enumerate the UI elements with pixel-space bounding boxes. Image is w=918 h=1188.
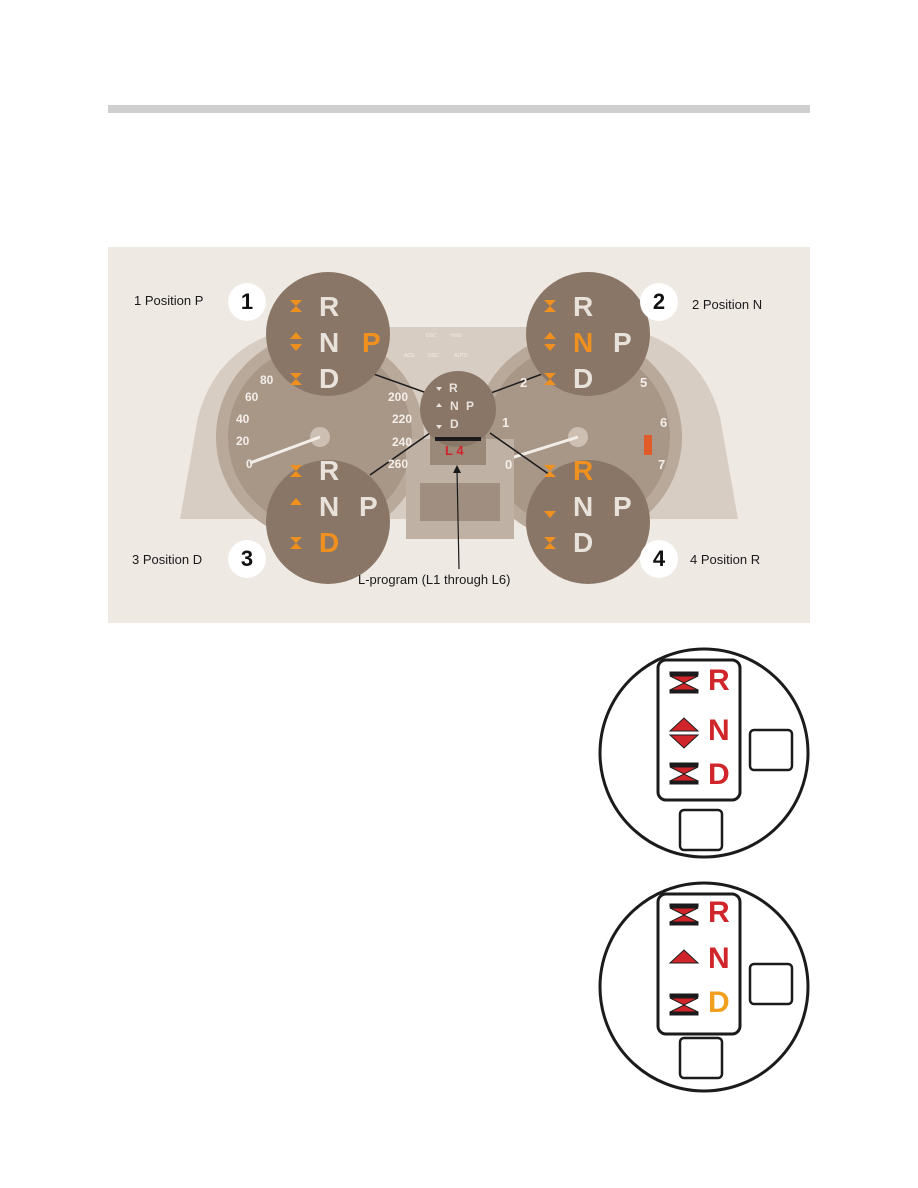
lens-position-d xyxy=(266,460,390,584)
diagram-bottom-letter-n: N xyxy=(708,942,730,975)
diagram-bottom-frame xyxy=(656,892,742,1036)
speedo-tick: 60 xyxy=(245,390,259,404)
lens4-gear-d: D xyxy=(573,527,594,558)
lens-arrows xyxy=(290,300,556,549)
speedo-tick: 220 xyxy=(392,412,413,426)
speedo-tick: 0 xyxy=(246,457,253,471)
speedo-tick: 80 xyxy=(260,373,274,387)
lens3-gear-p: P xyxy=(359,491,378,522)
lens4-gear-r: R xyxy=(573,455,594,486)
lens3-gear-n: N xyxy=(319,491,340,522)
lens1-gear-p: P xyxy=(362,327,381,358)
diagram-bottom-p-box xyxy=(748,962,794,1006)
badge-4: 4 xyxy=(640,540,678,578)
caption-position-p: 1 Position P xyxy=(134,293,204,308)
tacho-tick: 6 xyxy=(660,415,668,430)
caption-position-n: 2 Position N xyxy=(692,297,763,312)
lens2-gear-d: D xyxy=(573,363,594,394)
diagram-top-circle xyxy=(598,647,810,859)
lens-position-n xyxy=(526,272,650,396)
lens4-gear-p: P xyxy=(613,491,632,522)
indicator-label: Hold xyxy=(451,333,462,339)
speedo-tick: 20 xyxy=(236,434,250,448)
lens3-gear-r: R xyxy=(319,455,340,486)
caption-position-d: 3 Position D xyxy=(132,552,203,567)
lens-position-r xyxy=(526,460,650,584)
indicator-label: ACS xyxy=(404,353,415,359)
diagram-top-p-box xyxy=(748,728,794,772)
diagram-bottom-letter-r: R xyxy=(708,896,730,929)
diagram-bottom-letter-d: D xyxy=(708,986,730,1019)
lens4-gear-n: N xyxy=(573,491,594,522)
tacho-tick: 2 xyxy=(520,375,528,390)
diagram-bottom-circle xyxy=(598,881,810,1093)
lens2-gear-r: R xyxy=(573,291,594,322)
l-program-value: L 4 xyxy=(445,443,464,458)
speedometer-needle xyxy=(249,435,321,465)
selector-diagram-top: R N D xyxy=(596,646,812,860)
speedo-tick: 200 xyxy=(388,390,409,404)
diagram-top-lower-box xyxy=(678,808,724,852)
cluster-figure: 0 20 40 60 80 200 220 240 260 0 1 2 5 6 … xyxy=(108,247,810,623)
indicator-label: DSC xyxy=(428,353,439,359)
tacho-tick: 7 xyxy=(658,457,666,472)
speedo-tick: 40 xyxy=(236,412,250,426)
cluster-illustration xyxy=(180,272,738,584)
lens2-gear-n: N xyxy=(573,327,594,358)
center-gear-r: R xyxy=(449,381,458,395)
diagram-bottom-lower-box xyxy=(678,1036,724,1080)
lens1-gear-n: N xyxy=(319,327,340,358)
diagram-top-arrows xyxy=(668,671,700,785)
center-gear-p: P xyxy=(466,399,475,413)
badge-1: 1 xyxy=(228,283,266,321)
lens1-gear-r: R xyxy=(319,291,340,322)
lens3-gear-d: D xyxy=(319,527,340,558)
indicator-label: AUTO xyxy=(454,353,468,359)
indicator-label: DSC xyxy=(426,333,437,339)
caption-position-r: 4 Position R xyxy=(690,552,761,567)
diagram-top-letter-n: N xyxy=(708,714,730,747)
tacho-tick: 1 xyxy=(502,415,510,430)
header-rule xyxy=(108,105,810,113)
badge-3: 3 xyxy=(228,540,266,578)
diagram-top-letter-d: D xyxy=(708,758,730,791)
redline-mark xyxy=(644,435,652,455)
diagram-top-frame xyxy=(656,658,742,802)
speedo-tick: 260 xyxy=(388,457,409,471)
selector-diagram-bottom: R N D xyxy=(596,880,812,1094)
center-gear-d: D xyxy=(450,417,459,431)
tachometer-needle xyxy=(507,435,579,461)
badge-2: 2 xyxy=(640,283,678,321)
diagram-top-letter-r: R xyxy=(708,664,730,697)
tacho-tick: 0 xyxy=(505,457,513,472)
lens1-gear-d: D xyxy=(319,363,340,394)
diagram-bottom-arrows xyxy=(668,903,700,1016)
speedo-tick: 240 xyxy=(392,435,413,449)
lens2-gear-p: P xyxy=(613,327,632,358)
center-gear-n: N xyxy=(450,399,459,413)
tacho-tick: 5 xyxy=(640,375,648,390)
l-program-caption: L-program (L1 through L6) xyxy=(358,572,511,587)
